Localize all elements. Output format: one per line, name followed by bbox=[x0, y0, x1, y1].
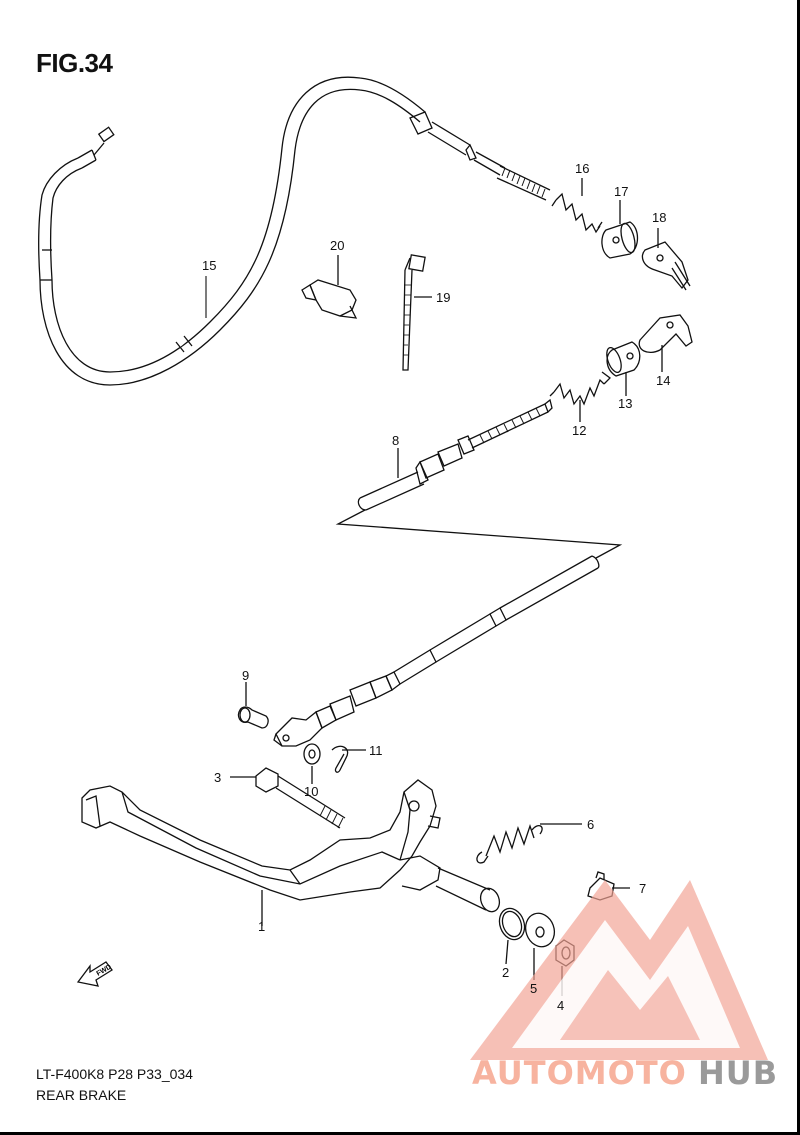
callout-17: 17 bbox=[614, 184, 628, 199]
callout-18: 18 bbox=[652, 210, 666, 225]
figure-name: REAR BRAKE bbox=[36, 1087, 127, 1103]
part-8-rear-cable bbox=[357, 398, 553, 511]
callout-7: 7 bbox=[639, 881, 646, 896]
figure-code: LT-F400K8 P28 P33_034 bbox=[36, 1066, 193, 1082]
watermark-logo-icon bbox=[470, 880, 768, 1060]
callout-8: 8 bbox=[392, 433, 399, 448]
part-8-rear-cable-lower bbox=[273, 555, 600, 747]
part-2-o-ring bbox=[498, 907, 526, 965]
part-14-joint bbox=[638, 314, 693, 372]
callout-19: 19 bbox=[436, 290, 450, 305]
watermark-text-primary: AUTOMOTO bbox=[472, 1054, 687, 1092]
part-20-clamp bbox=[301, 255, 358, 319]
callout-14: 14 bbox=[656, 373, 670, 388]
watermark-text-secondary: HUB bbox=[698, 1054, 778, 1092]
part-13-collar bbox=[606, 341, 641, 396]
part-16-spring bbox=[551, 178, 603, 234]
figure-title: FIG.34 bbox=[36, 48, 113, 78]
callout-3: 3 bbox=[214, 770, 221, 785]
callout-15: 15 bbox=[202, 258, 216, 273]
callout-10: 10 bbox=[304, 784, 318, 799]
part-1-brake-pedal bbox=[81, 779, 501, 926]
part-10-washer bbox=[303, 743, 321, 784]
callout-labels: 1 2 3 4 5 6 7 8 9 10 11 12 13 14 15 16 1… bbox=[202, 161, 670, 1013]
fwd-arrow-icon bbox=[76, 961, 113, 987]
part-15-brake-cable bbox=[38, 76, 551, 386]
callout-9: 9 bbox=[242, 668, 249, 683]
callout-2: 2 bbox=[502, 965, 509, 980]
part-11-cotter-pin bbox=[331, 745, 366, 773]
part-18-joint bbox=[641, 228, 691, 291]
part-6-return-spring bbox=[476, 823, 582, 864]
part-9-pin bbox=[237, 682, 269, 729]
part-3-bolt bbox=[230, 767, 346, 829]
part-19-cable-tie bbox=[402, 254, 432, 371]
callout-11: 11 bbox=[369, 743, 383, 758]
callout-13: 13 bbox=[618, 396, 632, 411]
part-12-spring bbox=[549, 371, 611, 422]
callout-4: 4 bbox=[557, 998, 564, 1013]
callout-1: 1 bbox=[258, 919, 265, 934]
cable-break-line bbox=[335, 509, 623, 559]
callout-6: 6 bbox=[587, 817, 594, 832]
callout-20: 20 bbox=[330, 238, 344, 253]
callout-5: 5 bbox=[530, 981, 537, 996]
callout-16: 16 bbox=[575, 161, 589, 176]
callout-12: 12 bbox=[572, 423, 586, 438]
part-17-collar bbox=[601, 200, 639, 259]
